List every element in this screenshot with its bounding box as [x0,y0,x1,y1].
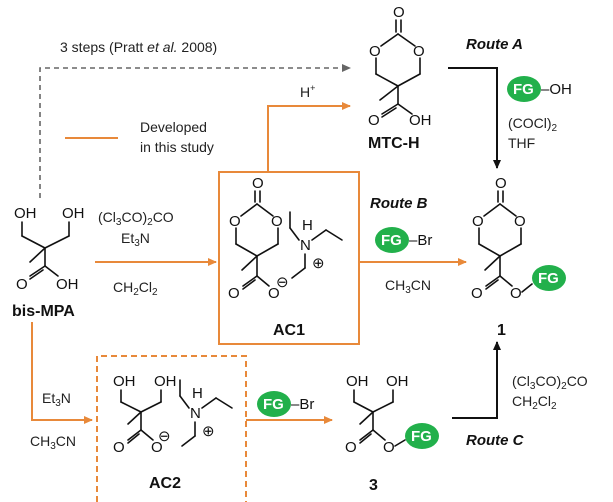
svg-text:O: O [16,276,28,293]
bis-mpa-label: bis-MPA [12,303,75,320]
svg-text:H: H [192,385,203,402]
svg-text:FG: FG [513,81,534,98]
svg-text:O: O [472,213,484,230]
svg-text:–OH: –OH [541,81,572,98]
svg-text:O: O [471,285,483,302]
base-reagent: Et3N [121,230,150,249]
ac2-formation-arrow [31,322,93,424]
route-c-reagent-1: (Cl3CO)2CO [512,373,588,392]
bis-mpa-structure: OH OH O OH [14,205,85,293]
route-c-arrow [452,341,501,419]
mtc-h-structure: O O O O OH [368,4,432,129]
triphosgene-reagent: (Cl3CO)2CO [98,209,174,228]
fg-br-reagent-b: FG –Br [375,227,432,253]
fg-badge-icon [375,227,409,253]
svg-text:O: O [345,439,357,456]
mtc-h-label: MTC-H [368,135,420,152]
svg-text:O: O [413,43,425,60]
svg-text:OH: OH [62,205,85,222]
svg-text:OH: OH [386,373,409,390]
ac2-box [96,355,247,502]
svg-text:O: O [228,285,240,302]
svg-text:O: O [514,213,526,230]
svg-text:–Br: –Br [291,396,314,413]
svg-text:O: O [495,175,507,192]
svg-text:H: H [302,217,313,234]
route-b-label: Route B [370,195,428,212]
svg-text:N: N [300,237,311,254]
fg-badge-icon [507,76,541,102]
svg-text:O: O [510,285,522,302]
svg-text:⊖: ⊖ [276,274,289,291]
svg-text:OH: OH [346,373,369,390]
route-c-label: Route C [466,432,525,449]
svg-text:FG: FG [538,270,559,287]
fg-br-reagent-c: FG –Br [257,391,314,417]
ac2-structure: OH OH O O ⊖ N H ⊕ [113,373,233,456]
literature-note: 3 steps (Pratt et al. 2008) [60,39,217,55]
route-c-reagent-2: CH2Cl2 [512,393,557,412]
svg-text:FG: FG [411,428,432,445]
svg-text:O: O [393,4,405,21]
svg-text:O: O [369,43,381,60]
svg-text:O: O [271,213,283,230]
route-a-oxalyl: (COCl)2 [508,115,558,134]
literature-route-arrow [39,64,351,198]
svg-text:OH: OH [154,373,177,390]
legend-text-2: in this study [140,139,214,155]
svg-text:OH: OH [113,373,136,390]
svg-text:–Br: –Br [409,232,432,249]
ac2-base: Et3N [42,390,71,409]
intermediate-3-structure: OH OH O O FG [345,373,439,456]
route-a-label: Route A [466,36,523,53]
fg-badge-icon [532,265,566,291]
ac2-label: AC2 [149,475,181,492]
svg-text:⊖: ⊖ [158,428,171,445]
ac2-solvent: CH3CN [30,433,76,452]
dcm-solvent: CH2Cl2 [113,279,158,298]
svg-text:O: O [383,439,395,456]
svg-text:⊕: ⊕ [312,255,325,272]
route-a-thf: THF [508,135,535,151]
fg-badge-icon [405,423,439,449]
product-1-label: 1 [497,322,506,339]
legend-text-1: Developed [140,119,207,135]
svg-text:O: O [113,439,125,456]
product-1-structure: O O O O O FG [471,175,566,302]
svg-text:FG: FG [263,396,284,413]
svg-text:N: N [190,405,201,422]
svg-text:OH: OH [56,276,79,293]
svg-text:FG: FG [381,232,402,249]
svg-text:OH: OH [409,112,432,129]
route-b-solvent: CH3CN [385,277,431,296]
fg-badge-icon [257,391,291,417]
svg-text:O: O [268,285,280,302]
svg-text:O: O [252,175,264,192]
route-a-arrow [448,67,501,169]
intermediate-3-label: 3 [369,477,378,494]
acid-arrow [267,102,351,172]
svg-text:O: O [368,112,380,129]
ac1-box [218,171,360,345]
ac1-label: AC1 [273,322,305,339]
svg-text:⊕: ⊕ [202,423,215,440]
svg-text:O: O [229,213,241,230]
fg-oh-reagent: FG –OH [507,76,572,102]
svg-text:OH: OH [14,205,37,222]
acid-label: H+ [300,83,315,100]
ac1-structure: O O O O O ⊖ N H ⊕ [228,175,343,302]
svg-text:O: O [151,439,163,456]
